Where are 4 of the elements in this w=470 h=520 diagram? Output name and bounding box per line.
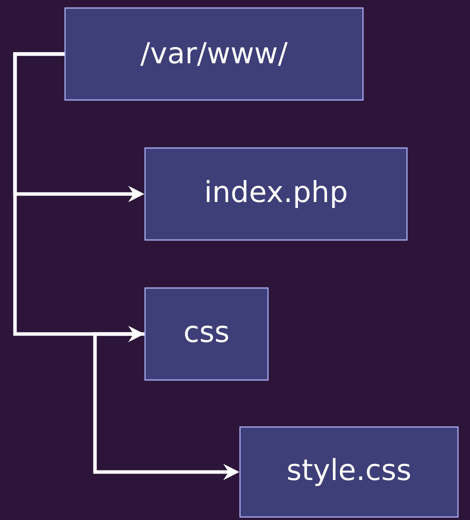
folder-box: /var/www/ <box>64 7 364 101</box>
folder-box: css <box>144 287 269 381</box>
folder-box: style.css <box>239 426 459 518</box>
folder-box: index.php <box>144 147 408 241</box>
